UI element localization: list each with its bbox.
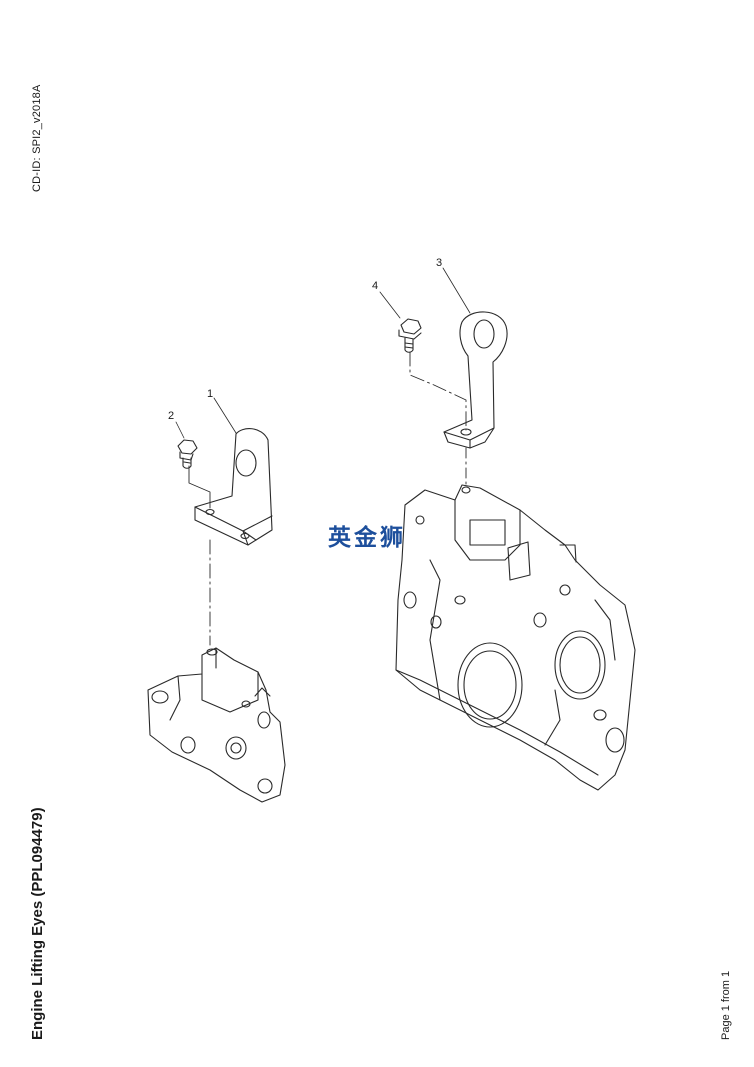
lifting-eye-bolt — [398, 318, 422, 353]
callout-1: 1 — [207, 388, 213, 400]
page-title: Engine Lifting Eyes (PPL094479) — [29, 807, 46, 1040]
left-engine-casting — [147, 647, 286, 803]
page-number: Page 1 from 1 — [720, 970, 732, 1040]
rear-lifting-eye — [443, 311, 508, 449]
bracket-bolt — [177, 439, 198, 469]
callout-4: 4 — [372, 280, 378, 292]
callout-2: 2 — [168, 410, 174, 422]
assembly-lines — [188, 351, 467, 646]
front-lifting-bracket — [194, 428, 273, 546]
callout-3: 3 — [436, 257, 442, 269]
rear-engine-casting — [395, 484, 636, 791]
watermark-logo: 英金狮 — [328, 525, 406, 551]
callout-leaders — [175, 267, 471, 439]
